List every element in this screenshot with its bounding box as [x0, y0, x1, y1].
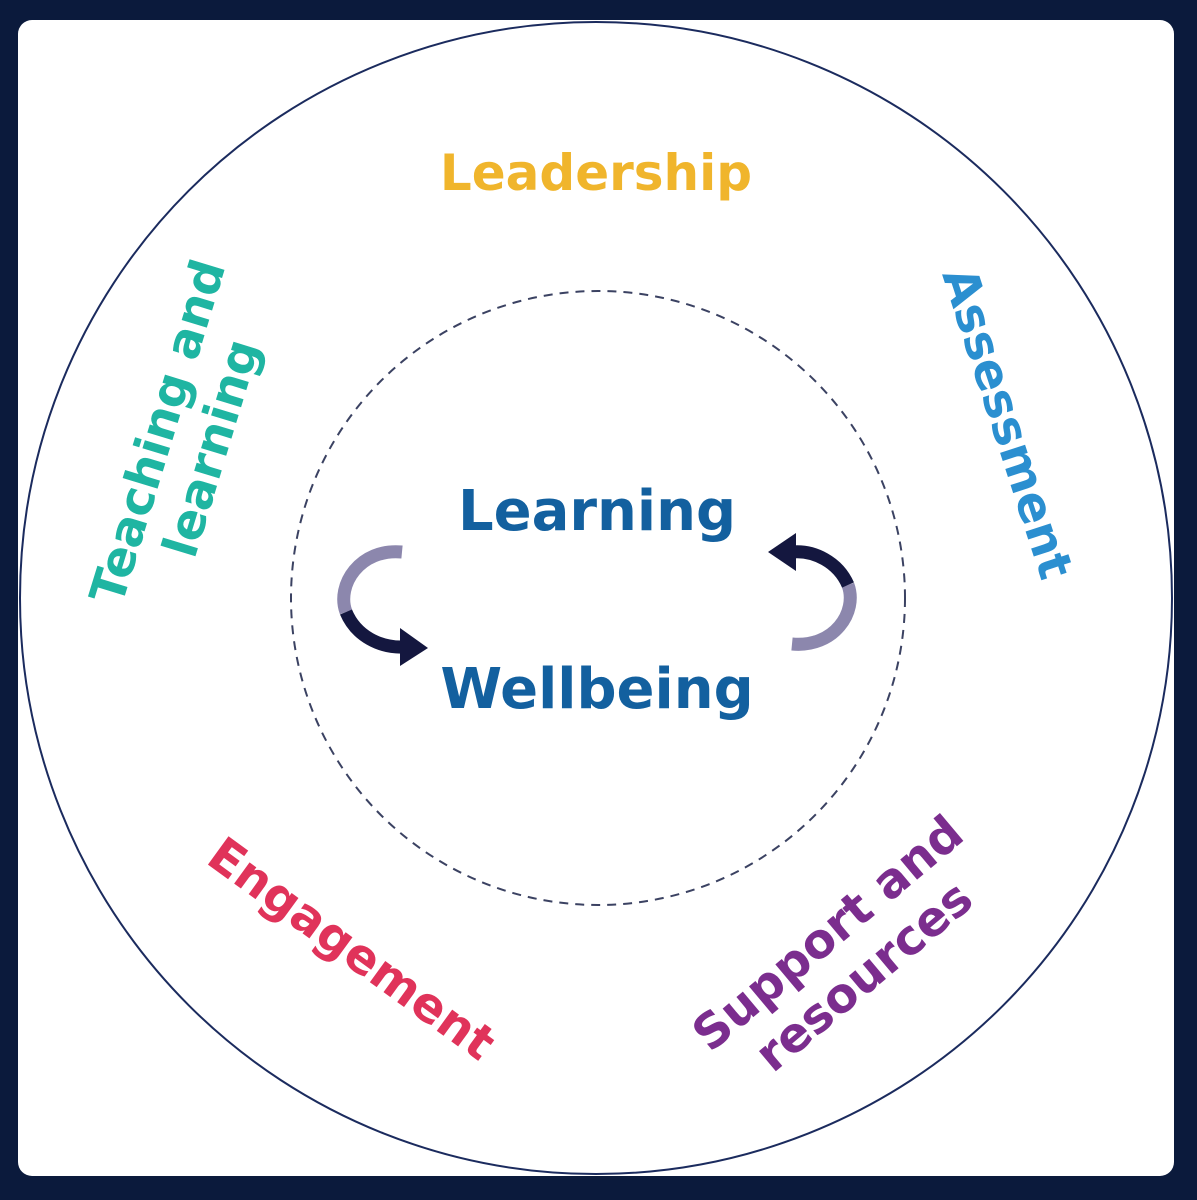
- assessment-label: Assessment: [931, 260, 1084, 585]
- diagram-card: [18, 20, 1174, 1176]
- learning-label: Learning: [458, 479, 736, 544]
- wellbeing-label: Wellbeing: [440, 657, 753, 722]
- engagement-label: Engagement: [197, 826, 505, 1071]
- leadership-label: Leadership: [440, 144, 752, 202]
- curved-arrow-down-right-icon: [337, 545, 428, 666]
- teaching-learning-label: Teaching and learning: [79, 253, 271, 610]
- inner-dashed-circle: [290, 290, 906, 906]
- curved-arrow-up-left-icon: [768, 533, 857, 651]
- support-resources-label: Support and resources: [682, 805, 984, 1084]
- outer-circle: [19, 21, 1173, 1175]
